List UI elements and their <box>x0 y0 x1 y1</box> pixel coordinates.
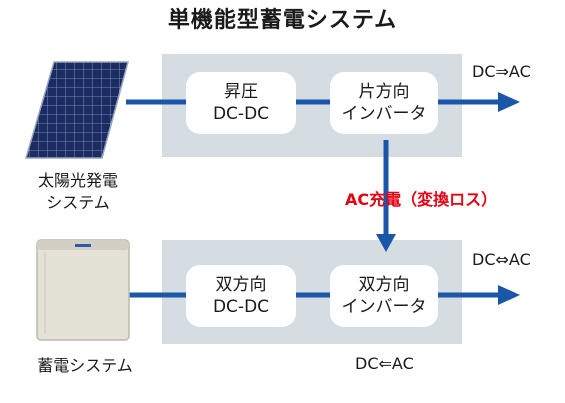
bidir-inverter-line1: 双方向 <box>358 275 410 295</box>
bidir-inverter-line2: インバータ <box>341 297 427 317</box>
unidirectional-inverter-box: 片方向 インバータ <box>330 72 438 134</box>
top-output-label: DC⇒AC <box>472 62 531 81</box>
battery-unit-icon <box>36 239 130 341</box>
boost-dcdc-box: 昇圧 DC-DC <box>186 72 296 134</box>
bottom-output-arrow-icon <box>498 285 520 305</box>
uni-inverter-line1: 片方向 <box>358 82 410 102</box>
solar-label-line2: システム <box>46 193 110 212</box>
boost-dcdc-line2: DC-DC <box>212 104 270 124</box>
page-title: 単機能型蓄電システム <box>167 8 398 33</box>
bottom-output-label: DC⇔AC <box>472 250 531 269</box>
uni-inverter-line2: インバータ <box>341 104 427 124</box>
ac-charge-arrow-icon <box>376 234 396 252</box>
bidirectional-dcdc-box: 双方向 DC-DC <box>186 265 296 327</box>
boost-dcdc-line1: 昇圧 <box>224 82 258 102</box>
top-output-arrow-icon <box>498 92 520 112</box>
solar-label-line1: 太陽光発電 <box>37 171 118 190</box>
bidir-dcdc-line2: DC-DC <box>212 297 270 317</box>
solar-system-label: 太陽光発電 システム <box>12 170 144 214</box>
ac-charge-label: AC充電（変換ロス） <box>345 190 498 209</box>
return-flow-label: DC⇐AC <box>355 354 414 373</box>
battery-system-label: 蓄電システム <box>37 356 133 375</box>
solar-panel-icon <box>25 61 129 159</box>
bidirectional-inverter-box: 双方向 インバータ <box>330 265 438 327</box>
bidir-dcdc-line1: 双方向 <box>215 275 267 295</box>
